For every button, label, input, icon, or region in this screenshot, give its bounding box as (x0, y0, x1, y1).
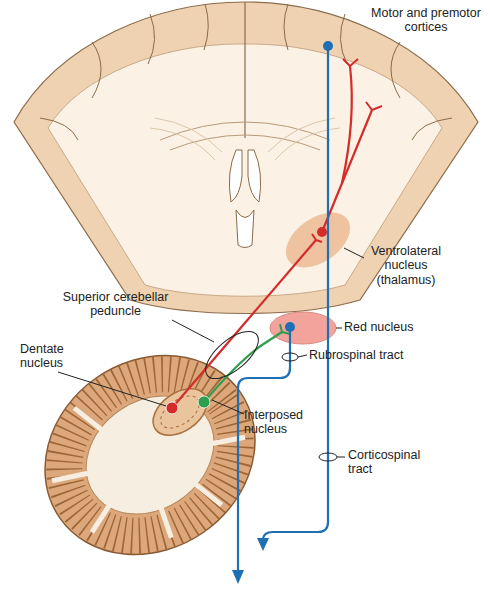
lateral-ventricle (248, 150, 261, 202)
leader-line (337, 457, 345, 458)
neuron-soma (317, 227, 327, 237)
fiber-streak (150, 128, 215, 160)
leader-line (344, 248, 364, 258)
dentate-folds (155, 390, 205, 435)
cerebellar-cortex (6, 315, 294, 589)
structure-label: Rubrospinal tract (309, 348, 439, 362)
dentatothalamic-fiber (172, 240, 316, 408)
fiber-streak (268, 118, 335, 152)
dentate-nucleus (145, 379, 216, 445)
structure-label: Red nucleus (344, 320, 464, 334)
structure-label: Superior cerebellar peduncle (58, 290, 173, 319)
sulcus (204, 4, 208, 50)
arrowhead (257, 538, 269, 551)
neuron-soma (198, 396, 210, 408)
structure-label: Dentate nucleus (20, 342, 78, 371)
sulcus (40, 118, 78, 140)
synapse-terminal (366, 102, 382, 110)
cerebellum (6, 315, 294, 589)
leader-line (212, 400, 244, 414)
interposed-fiber (204, 332, 282, 402)
sulcus (92, 42, 101, 98)
thalamus-nucleus (276, 201, 360, 278)
white-matter (63, 372, 236, 538)
tract-marker (198, 323, 266, 387)
red-nucleus (270, 312, 336, 344)
leader-line (58, 372, 166, 406)
brain-section (14, 2, 478, 314)
cerebellar-folia (33, 341, 268, 569)
corpus-callosum (170, 135, 320, 150)
thalamocortical-fiber (342, 66, 352, 183)
third-ventricle (236, 210, 254, 248)
leader-line (172, 320, 214, 342)
tract-marker (319, 453, 337, 461)
thalamocortical-fiber (322, 110, 372, 232)
fiber-streak (155, 118, 222, 152)
sulcus (340, 14, 347, 64)
arrowhead (232, 570, 244, 584)
neuron-soma (285, 322, 295, 332)
synapse-terminal (343, 59, 358, 66)
leader-line (336, 328, 342, 329)
structure-label: Interposed nucleus (244, 408, 322, 437)
lateral-ventricle (229, 150, 242, 202)
tract-marker (282, 353, 298, 361)
sulcus (148, 14, 155, 64)
sulcus (284, 4, 288, 50)
sulcus (412, 118, 452, 140)
corticospinal-fiber (263, 46, 328, 540)
structure-label: Motor and premotor cortices (366, 6, 486, 35)
neuron-soma (166, 402, 178, 414)
neuron-soma (323, 41, 333, 51)
leader-line (298, 355, 307, 357)
fiber-streak (275, 128, 340, 160)
sulcus (391, 42, 400, 98)
structure-label: Ventrolateral nucleus (thalamus) (362, 244, 450, 287)
structure-label: Corticospinal tract (348, 448, 440, 477)
longitudinal-fissure (244, 2, 245, 138)
